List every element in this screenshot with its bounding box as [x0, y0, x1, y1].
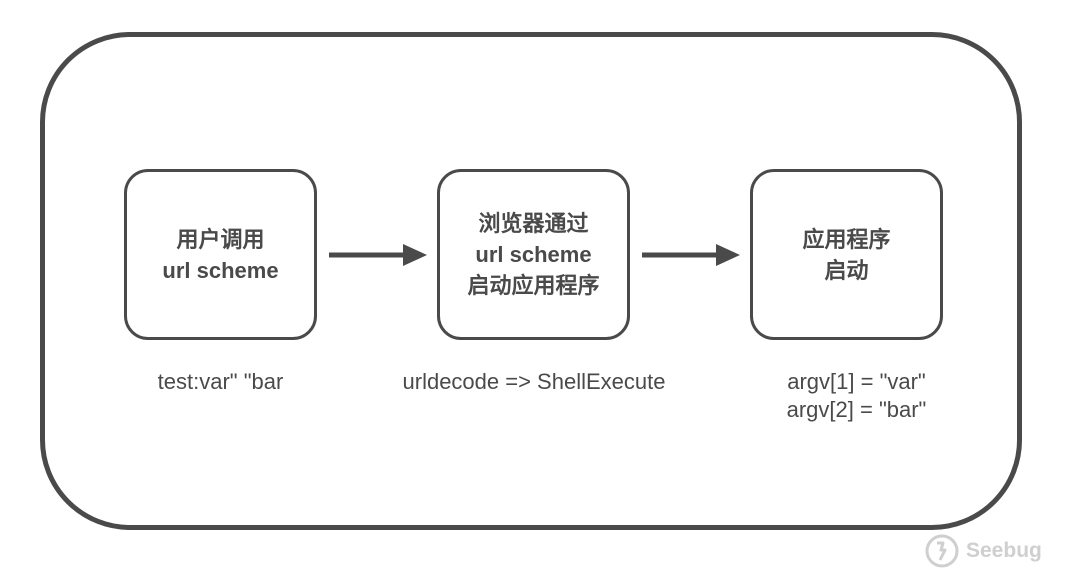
step-label-line: url scheme	[475, 242, 592, 267]
caption-line: urldecode => ShellExecute	[402, 369, 666, 394]
caption-argv: argv[1] = "var" argv[2] = "bar"	[750, 368, 963, 424]
seebug-logo-icon	[925, 534, 959, 568]
step-label-line: 启动应用程序	[467, 273, 600, 298]
outer-frame	[40, 32, 1022, 530]
caption-url-input: test:var" "bar	[124, 368, 317, 396]
step-label-line: 启动	[824, 257, 869, 283]
caption-line: argv[2] = "bar"	[786, 397, 927, 422]
step-label-line: 用户调用	[176, 226, 265, 252]
watermark-text: Seebug	[966, 539, 1042, 562]
seebug-watermark: Seebug	[924, 532, 1042, 570]
step-app-starts: 应用程序 启动	[750, 169, 943, 340]
step-label-line: url scheme	[162, 257, 279, 283]
caption-line: argv[1] = "var"	[787, 369, 926, 394]
step-browser-launches-app: 浏览器通过 url scheme 启动应用程序	[437, 169, 630, 340]
flow-arrow-1	[329, 244, 427, 266]
step-label-line: 应用程序	[802, 226, 891, 252]
step-user-calls-url-scheme: 用户调用 url scheme	[124, 169, 317, 340]
caption-urldecode: urldecode => ShellExecute	[364, 368, 704, 396]
caption-line: test:var" "bar	[157, 369, 284, 394]
flow-arrow-2	[642, 244, 740, 266]
step-label-line: 浏览器通过	[478, 211, 589, 236]
